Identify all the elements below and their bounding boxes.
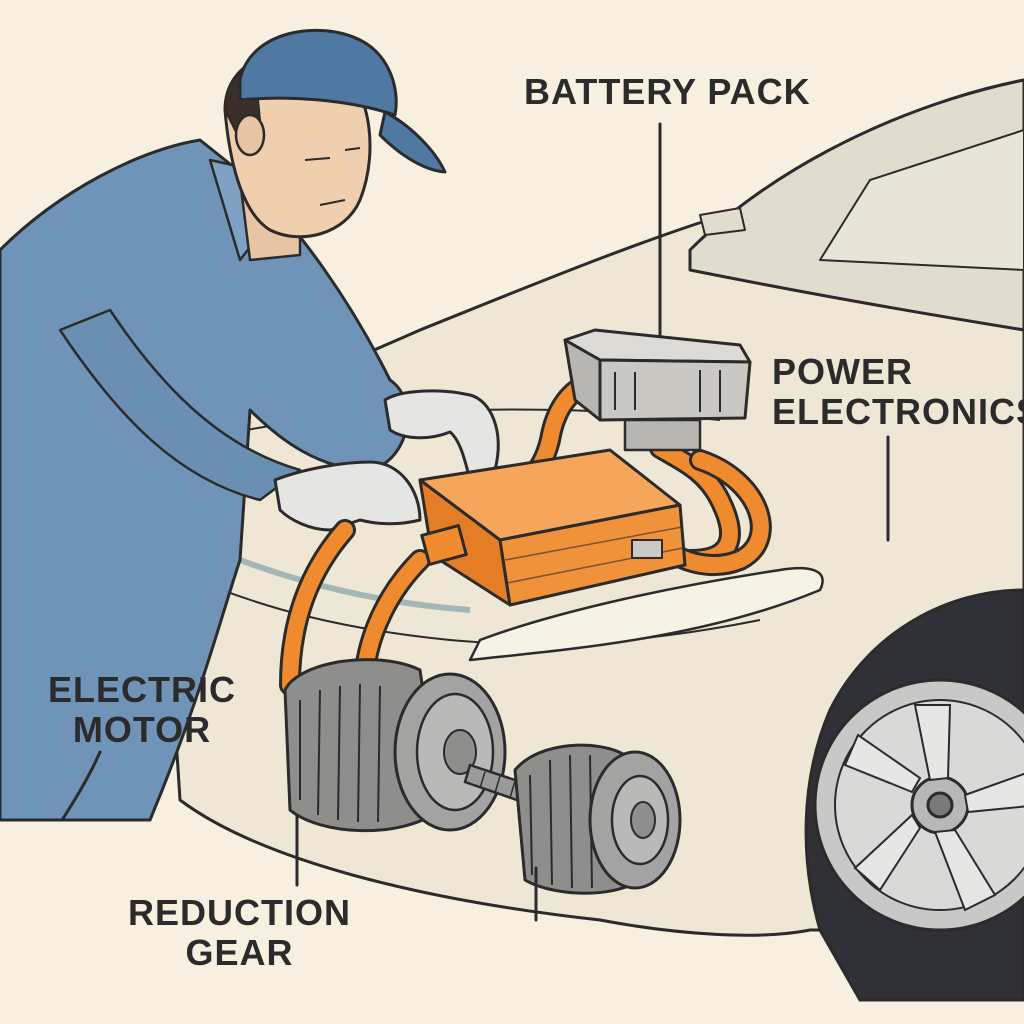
wheel-spokes xyxy=(843,704,1024,912)
label-electric-motor-line-2: MOTOR xyxy=(72,709,212,750)
label-battery-pack-text: BATTERY PACK xyxy=(524,71,811,112)
label-battery-pack: BATTERY PACK xyxy=(524,72,811,112)
label-electric-motor: ELECTRIC MOTOR xyxy=(48,670,236,750)
label-power-electronics: POWER ELECTRONICS xyxy=(772,352,1024,432)
reduction-gear-unit xyxy=(513,743,682,895)
electric-motor-unit xyxy=(283,658,507,833)
label-reduction-gear-line-2: GEAR xyxy=(185,932,294,973)
label-power-electronics-line-2: ELECTRONICS xyxy=(772,391,1024,432)
electric-motor-leader xyxy=(60,750,102,822)
leader-lines xyxy=(60,122,890,922)
label-power-electronics-line-1: POWER xyxy=(772,351,914,392)
label-reduction-gear: REDUCTION GEAR xyxy=(128,893,351,973)
mechanic xyxy=(0,28,500,822)
label-reduction-gear-line-1: REDUCTION xyxy=(128,892,351,933)
battery-pack xyxy=(418,448,687,607)
front-wheel xyxy=(804,588,1024,1002)
power-electronics-unit xyxy=(563,328,752,452)
label-electric-motor-line-1: ELECTRIC xyxy=(48,669,236,710)
